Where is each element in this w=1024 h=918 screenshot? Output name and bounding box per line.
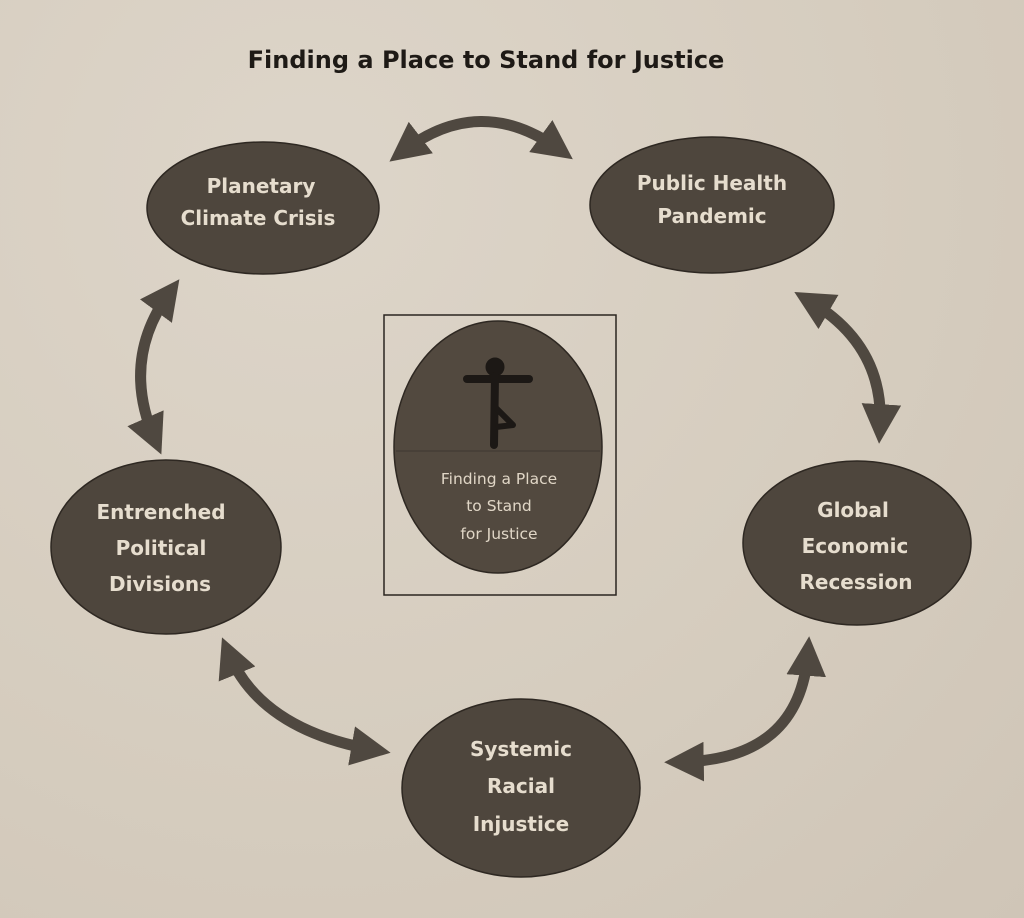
node-label-line: Planetary (207, 174, 316, 198)
node-ellipse (50, 459, 282, 635)
center-ellipse (393, 320, 603, 574)
arrow-racial-to-political (218, 637, 391, 766)
center-label-line: to Stand (466, 497, 532, 515)
node-global-economic-recession: Global Economic Recession (742, 460, 972, 626)
center-panel: Finding a Place to Stand for Justice (383, 314, 617, 596)
node-label-line: Divisions (109, 572, 211, 596)
node-public-health-pandemic: Public Health Pandemic (589, 136, 835, 274)
node-entrenched-political-divisions: Entrenched Political Divisions (50, 459, 282, 635)
center-frame (383, 314, 617, 596)
center-label-line: for Justice (460, 525, 537, 543)
connections (127, 116, 902, 782)
node-label-line: Systemic (470, 737, 572, 761)
node-label-line: Recession (799, 570, 912, 594)
node-label-line: Injustice (473, 812, 570, 836)
node-label-line: Pandemic (657, 204, 766, 228)
tree-pose-figure-icon (463, 357, 533, 449)
node-label-line: Public Health (637, 171, 787, 195)
arrow-political-to-climate (127, 279, 180, 455)
node-ellipse (742, 460, 972, 626)
node-label-line: Global (817, 498, 889, 522)
arrow-economic-to-racial (664, 636, 826, 782)
arrow-climate-to-health (389, 116, 573, 162)
node-label-line: Racial (487, 774, 555, 798)
node-planetary-climate-crisis: Planetary Climate Crisis (146, 141, 380, 275)
node-systemic-racial-injustice: Systemic Racial Injustice (401, 698, 641, 878)
node-label-line: Economic (802, 534, 909, 558)
node-ellipse (146, 141, 380, 275)
node-label-line: Climate Crisis (181, 206, 336, 230)
node-label-line: Political (116, 536, 207, 560)
diagram-title: Finding a Place to Stand for Justice (248, 46, 725, 74)
node-ellipse (401, 698, 641, 878)
center-label-line: Finding a Place (441, 470, 557, 488)
node-ellipse (589, 136, 835, 274)
node-label-line: Entrenched (96, 500, 225, 524)
arrow-health-to-economic (794, 292, 902, 444)
